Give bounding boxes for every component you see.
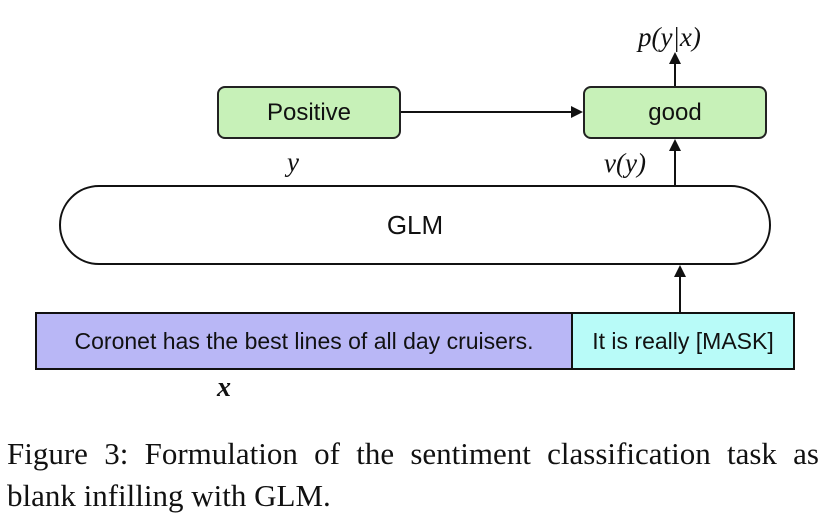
input-sentence-text: Coronet has the best lines of all day cr… (74, 327, 534, 354)
glm-model-box: GLM (59, 185, 771, 265)
x-label: x (217, 372, 231, 403)
good-verbalizer-box: good (583, 86, 767, 139)
input-sequence: Coronet has the best lines of all day cr… (35, 312, 795, 370)
vy-label: v(y) (604, 148, 646, 178)
glm-label-text: GLM (386, 209, 444, 240)
positive-label-box: Positive (217, 86, 401, 139)
positive-label-text: Positive (266, 98, 352, 126)
input-sentence-box: Coronet has the best lines of all day cr… (37, 314, 573, 368)
mask-template-text: It is really [MASK] (592, 327, 774, 354)
pyx-label: p(y|x) (638, 22, 701, 52)
mask-template-box: It is really [MASK] (573, 314, 793, 368)
figure-caption: Figure 3: Formulation of the sentiment c… (7, 436, 819, 513)
good-label-text: good (648, 98, 702, 126)
y-label: y (287, 147, 299, 177)
